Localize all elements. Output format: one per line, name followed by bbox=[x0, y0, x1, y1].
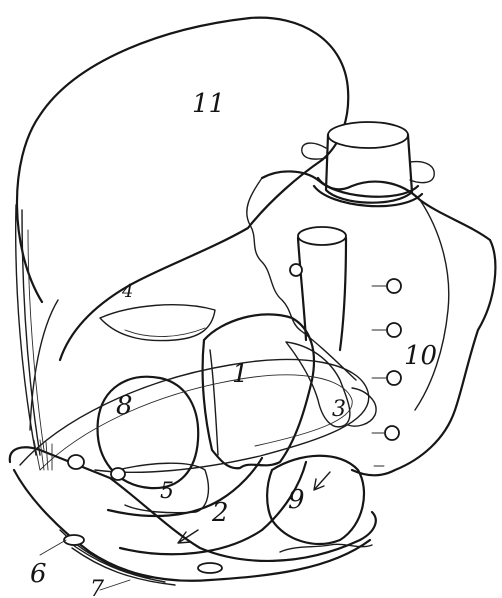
knot-small-1 bbox=[68, 455, 84, 469]
label-9: 9 bbox=[288, 485, 305, 515]
region-3-right-edge bbox=[348, 388, 376, 426]
knot-small-2 bbox=[111, 468, 125, 480]
label-2: 2 bbox=[211, 498, 229, 528]
opening-1 bbox=[387, 279, 401, 293]
region-9-arrow bbox=[314, 472, 330, 490]
outline-region-9 bbox=[267, 456, 364, 544]
label-4: 4 bbox=[121, 281, 133, 302]
opening-left bbox=[290, 264, 302, 276]
outline-region-10-lower bbox=[415, 200, 449, 410]
label-1: 1 bbox=[232, 359, 249, 389]
bottom-left-oval bbox=[64, 535, 84, 545]
label-10: 10 bbox=[404, 341, 437, 371]
aorta-top-ellipse bbox=[328, 122, 408, 148]
opening-2 bbox=[387, 323, 401, 337]
vertical-tube-top bbox=[298, 227, 346, 245]
leader-6 bbox=[40, 540, 66, 555]
label-3: 3 bbox=[332, 397, 346, 422]
region-1-vessel-lines bbox=[210, 330, 356, 455]
opening-strings bbox=[372, 286, 387, 466]
aorta-right-stub bbox=[410, 162, 434, 183]
outline-region-4 bbox=[100, 305, 215, 341]
label-7: 7 bbox=[90, 577, 104, 598]
leader-7 bbox=[100, 580, 130, 590]
label-8: 8 bbox=[116, 391, 133, 421]
label-6: 6 bbox=[30, 559, 47, 589]
region-4-inner bbox=[125, 328, 205, 337]
label-5: 5 bbox=[160, 479, 174, 504]
opening-3 bbox=[387, 371, 401, 385]
label-11: 11 bbox=[192, 89, 225, 119]
aorta-left-stub bbox=[302, 143, 326, 159]
opening-4 bbox=[385, 426, 399, 440]
outline-region-11 bbox=[17, 18, 348, 360]
bottom-small-oval bbox=[198, 563, 222, 573]
